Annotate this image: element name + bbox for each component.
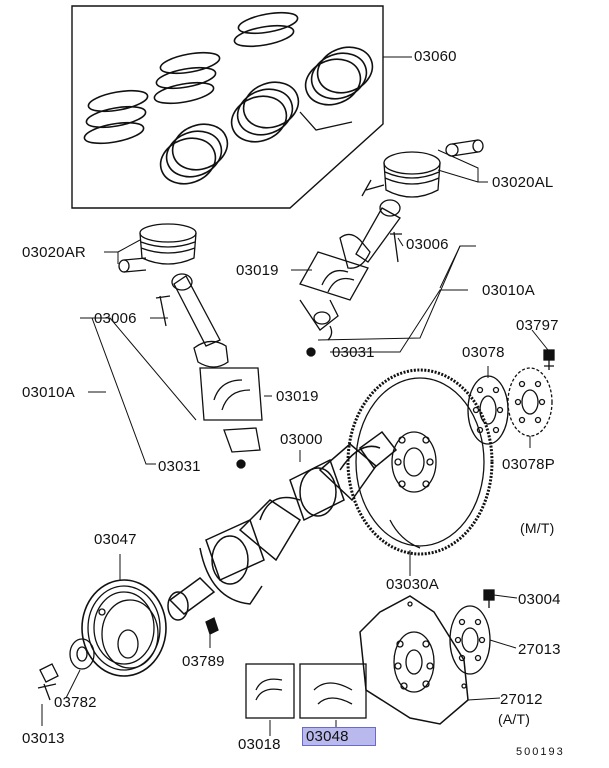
label-03031-right[interactable]: 03031 xyxy=(332,344,375,361)
note-at: (A/T) xyxy=(498,711,531,727)
label-03006-right[interactable]: 03006 xyxy=(406,236,449,253)
crank-pulley xyxy=(81,579,167,677)
label-03797[interactable]: 03797 xyxy=(516,317,559,334)
bearing-box-left xyxy=(199,367,263,469)
connecting-rod-right xyxy=(339,199,402,269)
label-03010A-left[interactable]: 03010A xyxy=(22,384,75,401)
label-03019-right[interactable]: 03019 xyxy=(236,262,279,279)
nut-right xyxy=(306,347,316,357)
label-03010A-right[interactable]: 03010A xyxy=(482,282,535,299)
label-03078[interactable]: 03078 xyxy=(462,344,505,361)
label-03782[interactable]: 03782 xyxy=(54,694,97,711)
label-03048-highlighted[interactable]: 03048 xyxy=(302,727,376,746)
label-03047[interactable]: 03047 xyxy=(94,531,137,548)
leader-lines xyxy=(41,56,549,736)
label-03013[interactable]: 03013 xyxy=(22,730,65,747)
flywheel xyxy=(346,368,494,556)
note-mt: (M/T) xyxy=(520,520,555,536)
backing-plate xyxy=(507,367,553,437)
label-03789[interactable]: 03789 xyxy=(182,653,225,670)
crankshaft xyxy=(167,430,398,621)
label-03006-left[interactable]: 03006 xyxy=(94,310,137,327)
label-03031-left[interactable]: 03031 xyxy=(158,458,201,475)
connecting-rod-left xyxy=(155,273,229,368)
bearing-box-right xyxy=(299,251,369,341)
drive-plate xyxy=(359,595,469,725)
adapter-plate xyxy=(449,605,491,675)
label-03019-left[interactable]: 03019 xyxy=(276,388,319,405)
washer xyxy=(69,638,95,670)
label-03020AR[interactable]: 03020AR xyxy=(22,244,86,261)
main-bearing-box xyxy=(245,663,295,719)
label-03018[interactable]: 03018 xyxy=(238,736,281,753)
label-03004[interactable]: 03004 xyxy=(518,591,561,608)
diagram-code: 500193 xyxy=(516,746,565,758)
label-03030A[interactable]: 03030A xyxy=(386,576,439,593)
label-03020AL[interactable]: 03020AL xyxy=(492,174,554,191)
bolt-03797 xyxy=(543,349,555,370)
label-27012[interactable]: 27012 xyxy=(500,691,543,708)
bolt-03004 xyxy=(483,589,495,608)
label-03060[interactable]: 03060 xyxy=(414,48,457,65)
label-03078P[interactable]: 03078P xyxy=(502,456,555,473)
piston-left xyxy=(118,223,197,273)
thrust-bearing-box xyxy=(299,663,367,719)
woodruff-key xyxy=(205,617,219,635)
label-03000[interactable]: 03000 xyxy=(280,431,323,448)
label-27013[interactable]: 27013 xyxy=(518,641,561,658)
crank-bolt xyxy=(37,663,59,701)
piston-ring-set xyxy=(71,5,384,209)
piston-right xyxy=(361,139,484,198)
